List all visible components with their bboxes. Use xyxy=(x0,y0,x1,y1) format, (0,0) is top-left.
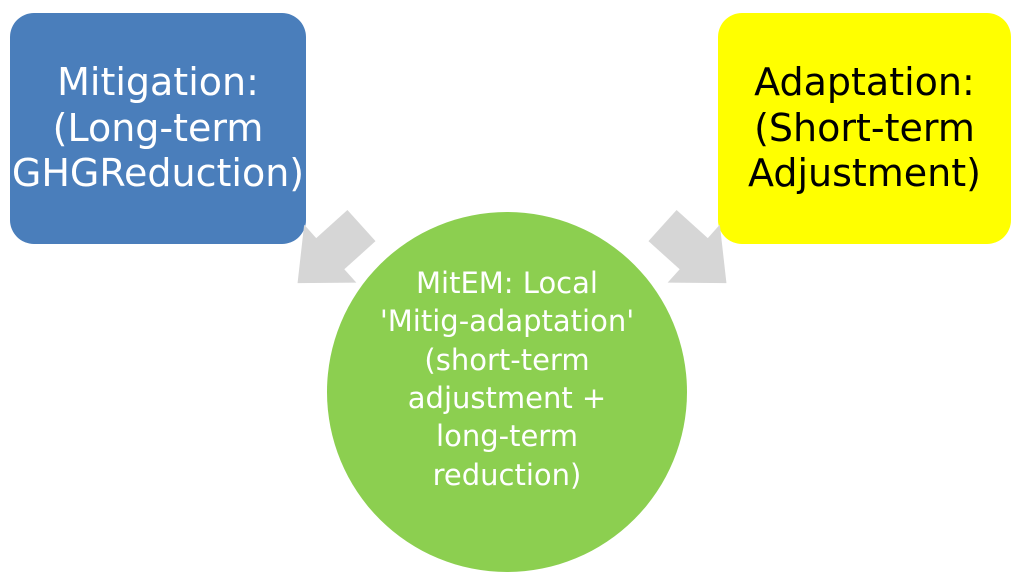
mitem-circle[interactable]: MitEM: Local 'Mitig-adaptation' (short-t… xyxy=(327,212,687,572)
mitigation-box-label: Mitigation: (Long-term GHGReduction) xyxy=(11,59,305,196)
mitigation-to-mitem-arrow-icon xyxy=(286,206,376,301)
mitigation-box[interactable]: Mitigation: (Long-term GHGReduction) xyxy=(10,13,306,244)
adaptation-to-mitem-arrow-icon xyxy=(648,206,738,301)
mitem-circle-label: MitEM: Local 'Mitig-adaptation' (short-t… xyxy=(379,266,635,492)
adaptation-box[interactable]: Adaptation: (Short-term Adjustment) xyxy=(718,13,1011,244)
adaptation-box-label: Adaptation: (Short-term Adjustment) xyxy=(748,59,981,196)
